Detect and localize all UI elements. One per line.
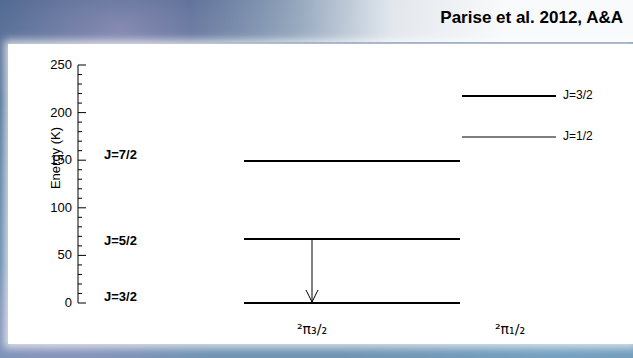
minor-tick — [78, 93, 82, 94]
minor-tick — [78, 226, 82, 227]
minor-tick — [78, 84, 82, 85]
level-line — [244, 238, 460, 240]
minor-tick — [78, 141, 82, 142]
level-label: J=3/2 — [563, 89, 593, 102]
minor-tick — [78, 169, 82, 170]
minor-tick — [78, 74, 82, 75]
minor-tick — [78, 150, 82, 151]
level-line — [244, 160, 460, 162]
slide-title: Parise et al. 2012, A&A — [440, 9, 623, 28]
level-line — [462, 137, 556, 138]
tick-label: 150 — [50, 153, 72, 167]
minor-tick — [78, 264, 82, 265]
minor-tick — [78, 293, 82, 294]
minor-tick — [78, 198, 82, 199]
minor-tick — [78, 245, 82, 246]
tick-label: 250 — [50, 58, 72, 72]
minor-tick — [78, 217, 82, 218]
y-axis — [78, 65, 86, 303]
minor-tick — [78, 103, 82, 104]
state-label: ²π₁/₂ — [495, 322, 525, 337]
state-label: ²π₃/₂ — [297, 322, 327, 337]
minor-tick — [78, 131, 82, 132]
tick-label: 100 — [50, 201, 72, 215]
energy-levels — [244, 96, 556, 303]
level-label: J=3/2 — [104, 290, 137, 304]
minor-tick — [78, 179, 82, 180]
level-line — [462, 95, 556, 97]
level-label: J=5/2 — [104, 234, 137, 248]
tick-label: 0 — [65, 296, 72, 310]
minor-tick — [78, 122, 82, 123]
level-line — [244, 302, 460, 304]
minor-tick — [78, 188, 82, 189]
minor-tick — [78, 236, 82, 237]
minor-tick — [78, 283, 82, 284]
level-label: J=1/2 — [563, 130, 593, 143]
level-label: J=7/2 — [104, 148, 137, 162]
tick-label: 50 — [58, 248, 72, 262]
tick-label: 200 — [50, 105, 72, 119]
plot-panel — [8, 44, 633, 344]
transition-arrow — [306, 240, 318, 302]
minor-tick — [78, 274, 82, 275]
